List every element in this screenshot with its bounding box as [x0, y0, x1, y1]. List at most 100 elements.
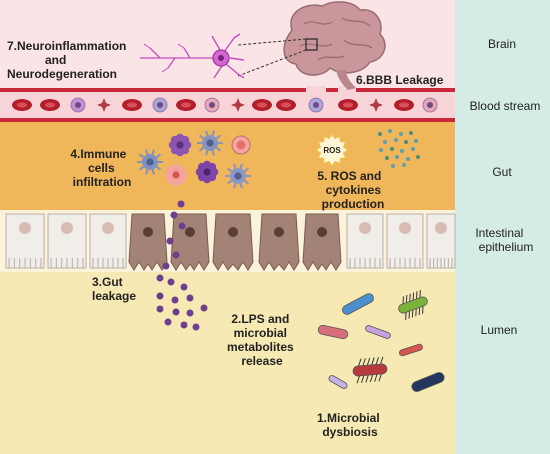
cytokine-dot: [395, 155, 399, 159]
immune-cell-icon: [168, 133, 192, 157]
bbb-gap: [338, 86, 356, 96]
neuron-icon: [140, 33, 245, 79]
bacterium-icon: [342, 293, 374, 315]
cytokine-dot: [390, 147, 394, 151]
immune-cell-icon: [225, 163, 251, 189]
gut-region: [0, 122, 455, 210]
label-lps-release: 2.LPS and microbial metabolites release: [227, 312, 297, 368]
bacterium-icon: [399, 343, 423, 357]
cytokine-dot: [400, 149, 404, 153]
epithelial-cell-icon: [212, 213, 254, 271]
epithelial-cell-icon: [128, 213, 168, 271]
epithelial-cell-icon: [302, 213, 342, 271]
epithelial-cell-icon: [170, 213, 210, 271]
cytokine-dot: [406, 157, 410, 161]
blood-stream-region: [0, 88, 455, 122]
cytokine-dot: [411, 147, 415, 151]
cytokine-dot: [378, 132, 382, 136]
platelet-icon: [369, 98, 383, 112]
epithelial-cell-icon: [5, 213, 45, 269]
label-bbb-leakage: 6.BBB Leakage: [356, 73, 444, 87]
blood-cells: [12, 97, 438, 113]
lps-particle-icon: [167, 278, 175, 286]
lps-particle-icon: [172, 308, 180, 316]
lps-particle-icon: [164, 318, 172, 326]
cytokine-dot: [409, 131, 413, 135]
epithelial-cell-icon: [89, 213, 127, 269]
lps-particle-icon: [172, 251, 180, 259]
lps-particle-icon: [186, 294, 194, 302]
lps-particle-icon: [180, 321, 188, 329]
lps-particle-icon: [156, 305, 164, 313]
lps-particle-icon: [186, 309, 194, 317]
cytokine-dot: [402, 163, 406, 167]
cytokine-dot: [391, 164, 395, 168]
label-ros-cytokines: 5. ROS and cytokines production: [317, 169, 384, 211]
lps-particle-icon: [156, 292, 164, 300]
epithelial-cell-icon: [47, 213, 87, 269]
cytokine-dot: [414, 139, 418, 143]
immune-cell-icon: [231, 135, 251, 155]
epithelial-cell-icon: [386, 213, 424, 269]
label-gut-leakage: 3.Gut leakage: [92, 275, 136, 303]
platelet-icon: [97, 98, 111, 112]
brain-icon: [283, 1, 386, 90]
side-label-blood-stream: Blood stream: [470, 99, 541, 113]
bacteria: [317, 290, 445, 392]
side-panel: [455, 0, 550, 454]
bacterium-icon: [317, 324, 349, 340]
lps-particle-icon: [166, 237, 174, 245]
lps-particle-icon: [162, 262, 170, 270]
lps-particle-icon: [200, 304, 208, 312]
lps-particle-icon: [180, 283, 188, 291]
side-label-gut: Gut: [492, 165, 512, 179]
zoom-line: [237, 38, 307, 46]
zoom-line: [237, 49, 307, 77]
side-label-lumen: Lumen: [481, 323, 518, 337]
ros-badge-icon: ROS: [314, 132, 350, 168]
bacterium-icon: [411, 372, 445, 392]
lps-particle-icon: [156, 274, 164, 282]
vessel-wall-top: [0, 88, 455, 92]
side-label-epithelium: Intestinal epithelium: [475, 226, 533, 254]
label-neuroinflammation: 7.Neuroinflammation and Neurodegeneratio…: [7, 39, 130, 81]
lps-particle-icon: [192, 323, 200, 331]
cytokine-dot: [394, 138, 398, 142]
immune-cell-icon: [195, 160, 219, 184]
lps-particle-icon: [177, 200, 185, 208]
lps-particles: [156, 200, 208, 331]
side-label-brain: Brain: [488, 37, 516, 51]
cytokine-dot: [388, 129, 392, 133]
vessel-wall-bottom: [0, 118, 455, 122]
label-immune-infiltration: 4.Immune cells infiltration: [70, 147, 131, 189]
cytokine-dot: [404, 140, 408, 144]
bbb-gap: [306, 86, 326, 96]
lps-particle-icon: [178, 222, 186, 230]
lps-particle-icon: [170, 211, 178, 219]
immune-cell-icon: [164, 163, 188, 187]
bacterium-icon: [365, 325, 391, 339]
immune-cells: [137, 130, 251, 189]
ros-badge-text: ROS: [323, 146, 341, 155]
zoom-box: [305, 38, 318, 51]
bacterium-icon: [398, 290, 428, 320]
epithelial-cell-icon: [426, 213, 456, 269]
immune-cell-icon: [197, 130, 223, 156]
bacterium-icon: [328, 375, 348, 389]
bacterium-icon: [352, 356, 388, 384]
label-microbial-dysbiosis: 1.Microbial dysbiosis: [317, 411, 383, 439]
cytokine-dot: [385, 156, 389, 160]
cytokine-dot: [383, 140, 387, 144]
lps-particle-icon: [171, 296, 179, 304]
immune-cell-icon: [137, 149, 163, 175]
epithelial-layer: [5, 213, 456, 271]
cytokine-dot: [379, 148, 383, 152]
cytokine-dot: [416, 155, 420, 159]
epithelial-cell-icon: [346, 213, 384, 269]
platelet-icon: [231, 98, 245, 112]
cytokine-dots-icon: [378, 129, 420, 168]
cytokine-dot: [399, 132, 403, 136]
lumen-region: [0, 272, 455, 454]
